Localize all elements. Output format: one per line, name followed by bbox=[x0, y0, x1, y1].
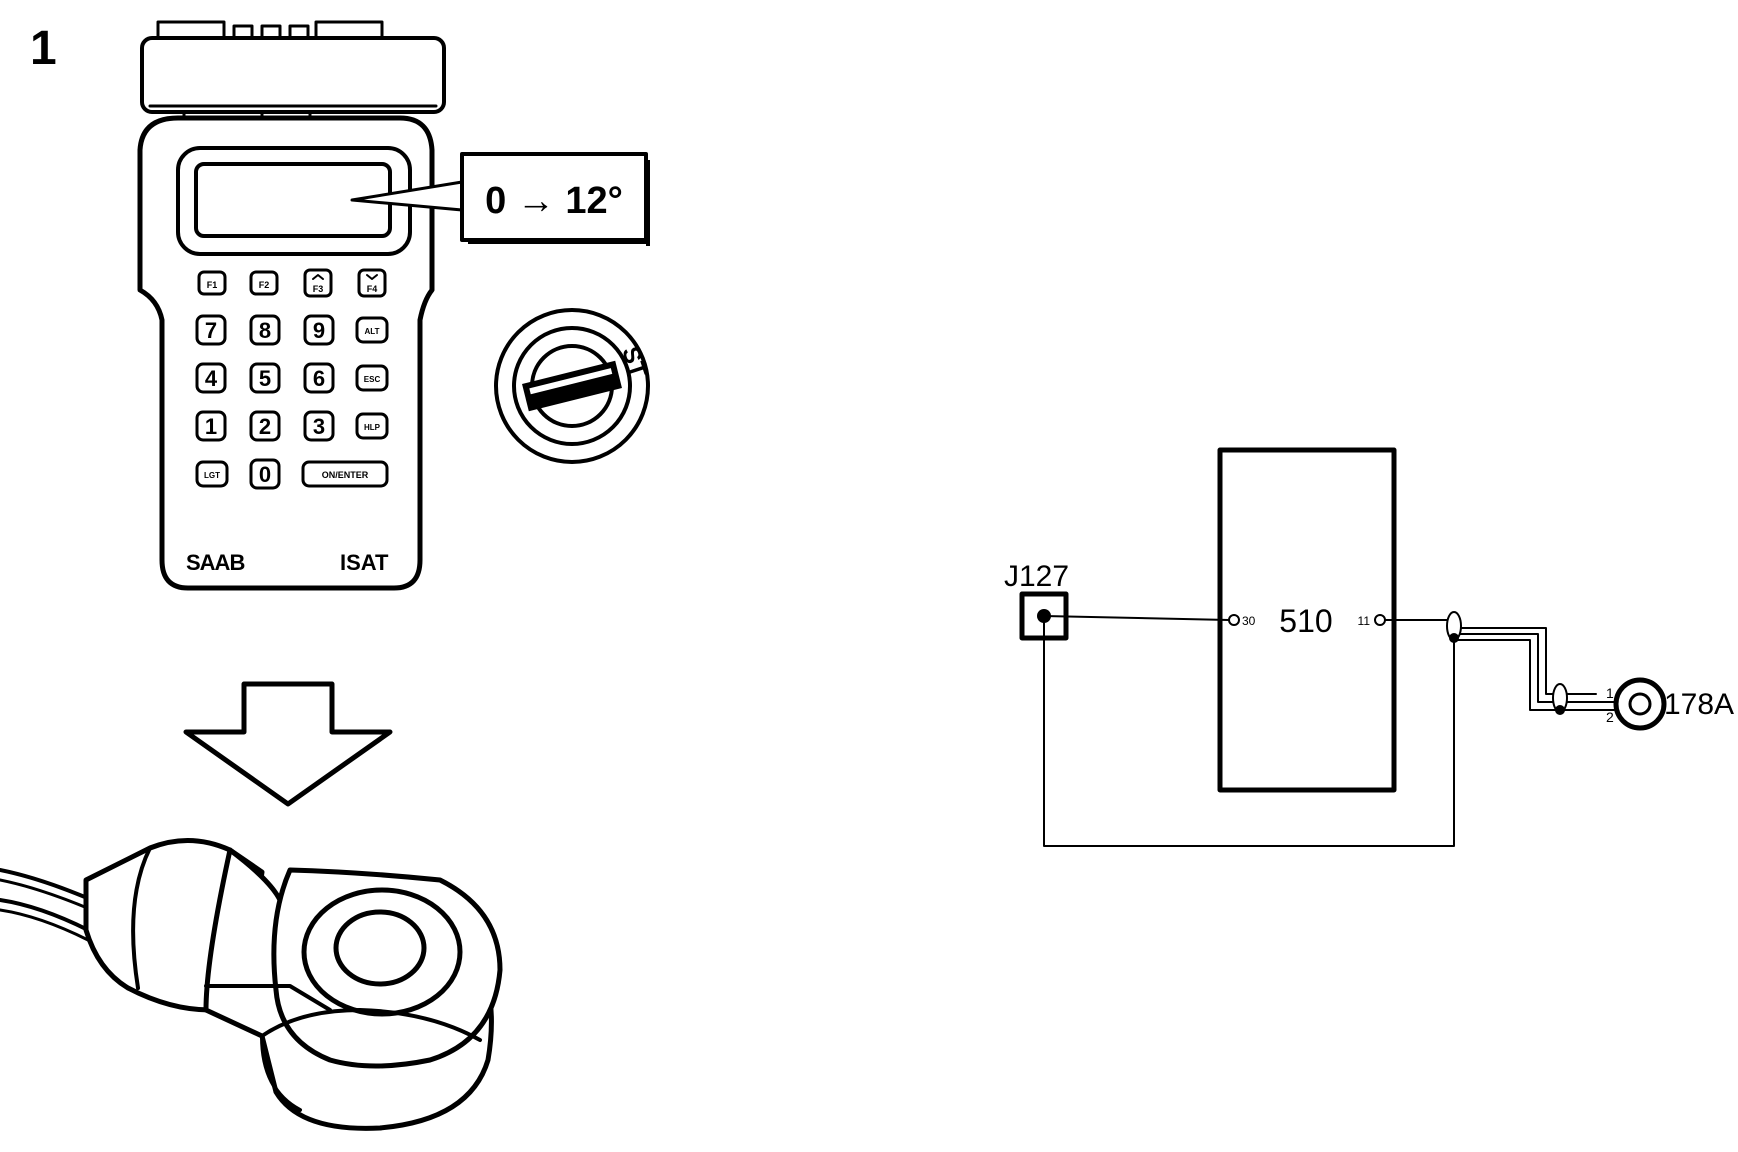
wire-shield-return bbox=[1043, 615, 1455, 847]
svg-text:F1: F1 bbox=[207, 280, 218, 290]
key-alt: ALT bbox=[355, 316, 389, 344]
svg-text:ESC: ESC bbox=[364, 375, 381, 384]
svg-text:3: 3 bbox=[313, 414, 325, 439]
key-4: 4 bbox=[195, 362, 227, 394]
svg-text:5: 5 bbox=[259, 366, 271, 391]
sensor-pin-2-label: 2 bbox=[1606, 709, 1614, 725]
svg-text:0: 0 bbox=[259, 462, 271, 487]
display-reading: 0 → 12° bbox=[485, 180, 623, 222]
svg-text:4: 4 bbox=[205, 366, 218, 391]
key-7: 7 bbox=[195, 314, 227, 346]
svg-text:HLP: HLP bbox=[364, 423, 381, 432]
key-lgt: LGT bbox=[195, 460, 229, 488]
sensor-core bbox=[1628, 692, 1652, 716]
cable-shield-marker-1 bbox=[1446, 611, 1462, 643]
key-1: 1 bbox=[195, 410, 227, 442]
svg-text:2: 2 bbox=[259, 414, 271, 439]
key-2: 2 bbox=[249, 410, 281, 442]
pin-11-terminal bbox=[1374, 614, 1386, 626]
svg-text:9: 9 bbox=[313, 318, 325, 343]
model-label: ISAT bbox=[340, 550, 389, 575]
key-hlp: HLP bbox=[355, 412, 389, 440]
svg-text:ALT: ALT bbox=[365, 327, 380, 336]
ignition-key-slot bbox=[522, 360, 622, 412]
wire-shield bbox=[1455, 627, 1597, 695]
sensor-pin-1-label: 1 bbox=[1606, 685, 1614, 701]
ignition-switch: ST bbox=[494, 308, 652, 464]
svg-text:8: 8 bbox=[259, 318, 271, 343]
down-arrow-icon bbox=[183, 681, 393, 807]
key-5: 5 bbox=[249, 362, 281, 394]
diagnostic-tester: F1 F2 F3 F4 7 8 bbox=[137, 20, 446, 591]
svg-text:LGT: LGT bbox=[204, 471, 220, 480]
keypad: F1 F2 F3 F4 7 8 bbox=[195, 268, 389, 490]
wire-sensor-2 bbox=[1455, 639, 1615, 711]
key-9: 9 bbox=[303, 314, 335, 346]
wire-j127-to-30 bbox=[1043, 615, 1230, 621]
key-esc: ESC bbox=[355, 364, 389, 392]
control-unit-label: 510 bbox=[1279, 603, 1332, 639]
key-f3: F3 bbox=[303, 268, 333, 298]
svg-text:ON/ENTER: ON/ENTER bbox=[322, 470, 369, 480]
tester-connector-head bbox=[140, 20, 446, 120]
pin-11-label: 11 bbox=[1358, 614, 1371, 628]
display-callout: 0 → 12° bbox=[350, 152, 650, 246]
svg-text:F4: F4 bbox=[367, 284, 378, 294]
connector-label: J127 bbox=[1004, 560, 1069, 593]
key-3: 3 bbox=[303, 410, 335, 442]
svg-text:7: 7 bbox=[205, 318, 217, 343]
svg-text:F3: F3 bbox=[313, 284, 324, 294]
key-0: 0 bbox=[249, 458, 281, 490]
key-on-enter: ON/ENTER bbox=[301, 460, 389, 488]
key-f4: F4 bbox=[357, 268, 387, 298]
key-f1: F1 bbox=[197, 270, 227, 296]
pin-30-label: 30 bbox=[1242, 614, 1256, 628]
svg-text:6: 6 bbox=[313, 366, 325, 391]
wiring-diagram: J127 510 30 11 1 2 178A bbox=[1004, 447, 1734, 847]
key-8: 8 bbox=[249, 314, 281, 346]
cable-shield-marker-2 bbox=[1552, 683, 1568, 715]
key-6: 6 bbox=[303, 362, 335, 394]
wire-sensor-1 bbox=[1455, 633, 1615, 703]
step-number: 1 bbox=[30, 22, 57, 75]
svg-text:F2: F2 bbox=[259, 280, 270, 290]
svg-text:1: 1 bbox=[205, 414, 217, 439]
knock-sensor bbox=[0, 838, 503, 1131]
pin-30-terminal bbox=[1228, 614, 1240, 626]
key-f2: F2 bbox=[249, 270, 279, 296]
sensor-label: 178A bbox=[1664, 688, 1734, 721]
brand-logo: SAAB bbox=[186, 550, 244, 575]
